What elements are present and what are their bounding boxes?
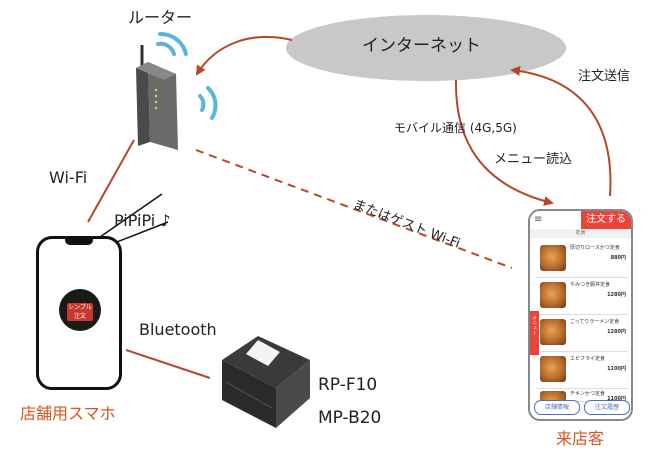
menu-read-label: メニュー読込 (494, 152, 573, 167)
bluetooth-link-line (125, 349, 211, 379)
item-name: こってりラーメン定食 (570, 319, 620, 325)
customer-label: 来店客 (556, 429, 605, 448)
app-logo-badge: シンプル 注文 (67, 303, 93, 321)
order-button[interactable]: 注文する (581, 211, 631, 229)
pipipi-label: PiPiPi ♪ (114, 211, 171, 230)
list-item[interactable]: 厚切りロースかつ定食 880円 (536, 241, 628, 278)
item-price: 880円 (610, 255, 626, 261)
list-item[interactable]: やみつき豚丼定食 1280円 (536, 278, 628, 315)
router-device (136, 45, 178, 150)
wifi-waves-icon (198, 86, 218, 120)
store-info-button[interactable]: 店舗情報 (534, 400, 580, 415)
store-phone-label: 店舗用スマホ (20, 404, 116, 423)
menu-category-header: 定食 (530, 229, 631, 238)
sound-stroke (99, 193, 163, 238)
wifi-label: Wi-Fi (49, 168, 88, 187)
internet-cloud (286, 15, 566, 81)
internet-label: インターネット (362, 36, 481, 56)
menu-read-arrow (454, 79, 554, 206)
item-name: やみつき豚丼定食 (570, 282, 611, 288)
customer-smartphone: ≡ 注文する 定食 厚切りロースかつ定食 880円 やみつき豚丼定食 1280円… (528, 209, 633, 421)
internet-to-router-arrow (195, 35, 293, 76)
bluetooth-label: Bluetooth (139, 320, 217, 339)
order-send-label: 注文送信 (578, 69, 631, 84)
receipt-printer (222, 336, 310, 428)
food-image (540, 282, 566, 308)
order-history-button[interactable]: 注文履歴 (584, 400, 630, 415)
phone-notch (65, 238, 93, 245)
item-price: 1100円 (607, 396, 626, 402)
item-name: チキンかつ定食 (570, 391, 605, 397)
store-smartphone: シンプル 注文 (36, 236, 122, 390)
logo-text-1: シンプル (68, 304, 92, 311)
list-item[interactable]: チキンかつ定食 1100円 (536, 387, 628, 402)
list-item[interactable]: エビフライ定食 1100円 (536, 352, 628, 389)
food-image (540, 356, 566, 382)
router-label: ルーター (128, 8, 193, 27)
wifi-link-line (87, 139, 135, 223)
wifi-waves-icon (156, 31, 188, 56)
logo-text-2: 注文 (73, 313, 86, 320)
guest-wifi-dashed-line (195, 149, 513, 269)
printer-model-2: MP-B20 (318, 408, 382, 428)
item-name: エビフライ定食 (570, 356, 606, 362)
food-image (540, 319, 566, 345)
customer-bottom-buttons: 店舗情報 注文履歴 (534, 400, 630, 415)
menu-side-tab[interactable]: メニュー (530, 311, 539, 355)
app-logo: シンプル 注文 (59, 289, 101, 331)
item-price: 1280円 (607, 329, 626, 335)
item-price: 1100円 (607, 366, 626, 372)
list-item[interactable]: こってりラーメン定食 1280円 (536, 315, 628, 352)
item-name: 厚切りロースかつ定食 (570, 245, 620, 251)
printer-model-1: RP-F10 (318, 375, 378, 395)
food-image (540, 245, 566, 271)
hamburger-icon[interactable]: ≡ (534, 214, 543, 225)
order-send-arrow (510, 65, 612, 197)
mobile-comm-label: モバイル通信 (4G,5G) (394, 121, 517, 135)
item-price: 1280円 (607, 292, 626, 298)
side-tab-label: メニュー (531, 315, 537, 335)
food-image (540, 391, 566, 401)
